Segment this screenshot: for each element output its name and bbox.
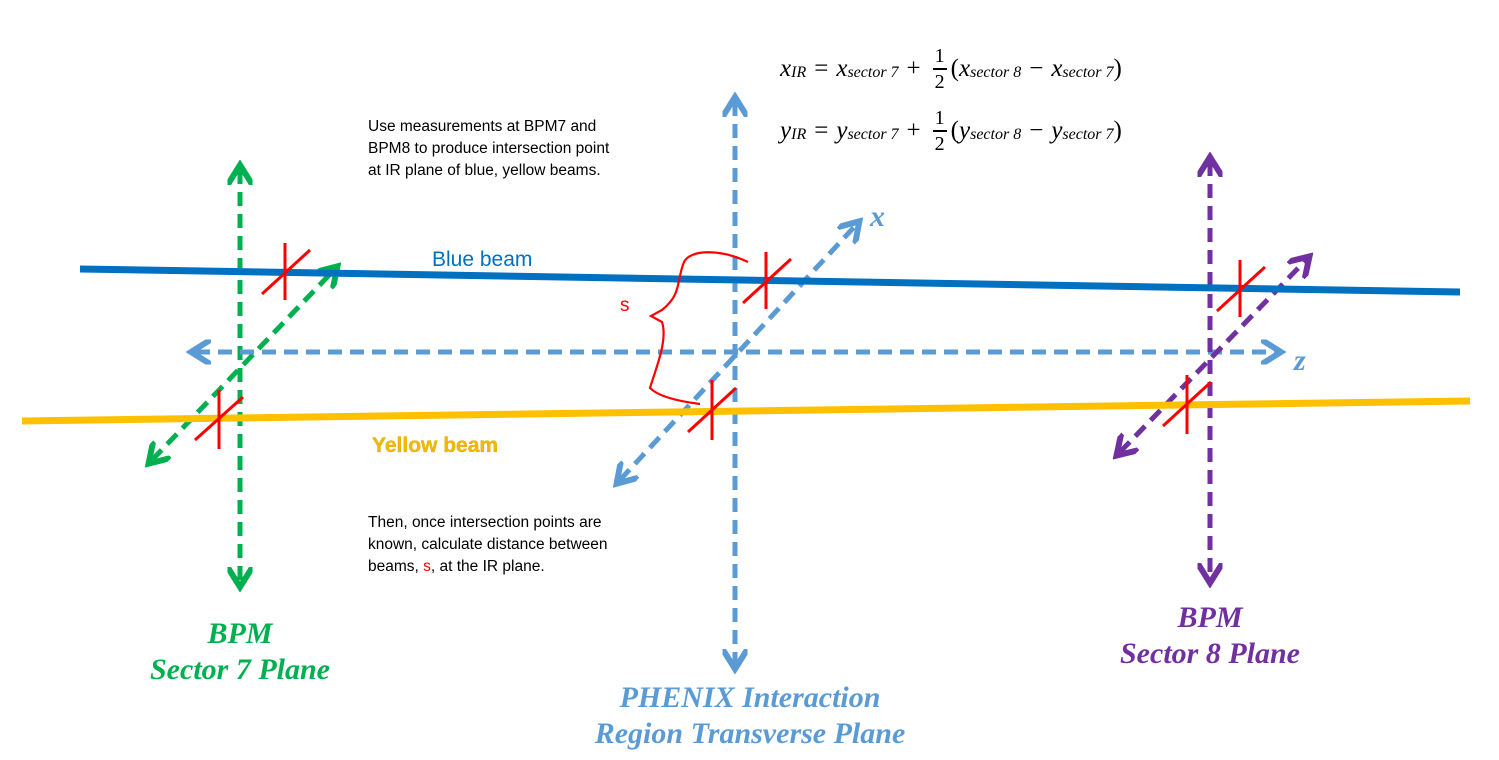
eq-y-term1-sub: sector 7	[847, 125, 899, 143]
distance-note-line: known, calculate distance between	[368, 536, 608, 553]
blue-beam-marker-ir	[741, 252, 793, 309]
sector7-plane-label-line: BPM	[207, 617, 273, 650]
x-axis-label: x	[869, 200, 885, 233]
blue-beam-label: Blue beam	[432, 248, 532, 271]
ir-plane-label-line: PHENIX Interaction	[619, 681, 881, 714]
eq-y-lhs: y	[780, 116, 792, 144]
eq-x-term2-sub: sector 8	[970, 63, 1022, 81]
eq-x-term3-sub: sector 7	[1062, 63, 1114, 81]
eq-y-num: 1	[934, 107, 945, 129]
sector8-plane-label-line: BPM	[1177, 601, 1243, 634]
eq-y-term3: y	[1051, 116, 1063, 144]
method-note-line: BPM8 to produce intersection point	[368, 140, 610, 157]
separation-brace	[648, 251, 749, 406]
method-note: Use measurements at BPM7 and BPM8 to pro…	[368, 116, 609, 182]
eq-y-lhs-sub: IR	[791, 125, 807, 143]
sector8-plane-label-line: Sector 8 Plane	[1120, 637, 1300, 670]
method-note-line: Use measurements at BPM7 and	[368, 118, 597, 135]
eq-y-den: 2	[934, 132, 945, 155]
yellow-beam-label: Yellow beam	[372, 434, 498, 457]
eq-y-open-paren: (	[950, 116, 959, 144]
eq-y-term2: y	[958, 116, 971, 144]
distance-note-text: , at the IR plane.	[430, 558, 545, 575]
eq-x-term2: x	[958, 54, 971, 82]
eq-x-term1-sub: sector 7	[847, 63, 899, 81]
eq-x-close-paren: )	[1113, 54, 1122, 82]
blue-beam-line	[79, 265, 1461, 296]
eq-y-term3-sub: sector 7	[1062, 125, 1114, 143]
ir-x-axis	[620, 225, 856, 480]
distance-note-line: beams, s, at the IR plane.	[368, 556, 608, 578]
eq-y-term2-sub: sector 8	[970, 125, 1022, 143]
distance-note-s-symbol: s	[423, 558, 431, 575]
eq-x-plus: +	[906, 54, 921, 82]
blue-beam-marker-sector8	[1215, 260, 1267, 317]
sector7-plane-label-line: Sector 7 Plane	[150, 653, 330, 686]
separation-label: s	[620, 295, 630, 316]
eq-x-lhs: x	[780, 54, 792, 82]
sector7-transverse-axis	[152, 270, 334, 460]
distance-note-text: beams,	[368, 558, 424, 575]
eq-y-close-paren: )	[1113, 116, 1122, 144]
z-axis-label: z	[1293, 344, 1306, 377]
yellow-beam-marker-sector8	[1161, 375, 1213, 434]
sector7-plane-label: BPM Sector 7 Plane	[110, 616, 370, 688]
eq-y-minus: −	[1029, 116, 1044, 144]
eq-x-term1: x	[836, 54, 848, 82]
eq-x-open-paren: (	[950, 54, 959, 82]
eq-x-term3: x	[1051, 54, 1063, 82]
blue-beam-marker-sector7	[260, 243, 312, 300]
distance-note-line: Then, once intersection points are	[368, 514, 602, 531]
eq-y-term1: y	[836, 116, 848, 144]
ir-plane-label-line: Region Transverse Plane	[594, 717, 906, 750]
eq-x-num: 1	[934, 45, 945, 67]
method-note-line: at IR plane of blue, yellow beams.	[368, 162, 601, 179]
eq-x-equals: =	[814, 54, 829, 82]
yellow-beam-marker-sector7	[193, 390, 245, 449]
eq-y-equals: =	[814, 116, 829, 144]
ir-plane-label: PHENIX Interaction Region Transverse Pla…	[560, 680, 940, 752]
yellow-beam-line	[21, 397, 1471, 425]
eq-x-minus: −	[1029, 54, 1044, 82]
distance-note: Then, once intersection points are known…	[368, 512, 608, 578]
yellow-beam-marker-ir	[686, 380, 738, 440]
eq-y-plus: +	[906, 116, 921, 144]
sector8-plane-label: BPM Sector 8 Plane	[1080, 600, 1340, 672]
eq-x-lhs-sub: IR	[791, 63, 807, 81]
eq-x-den: 2	[934, 70, 945, 93]
